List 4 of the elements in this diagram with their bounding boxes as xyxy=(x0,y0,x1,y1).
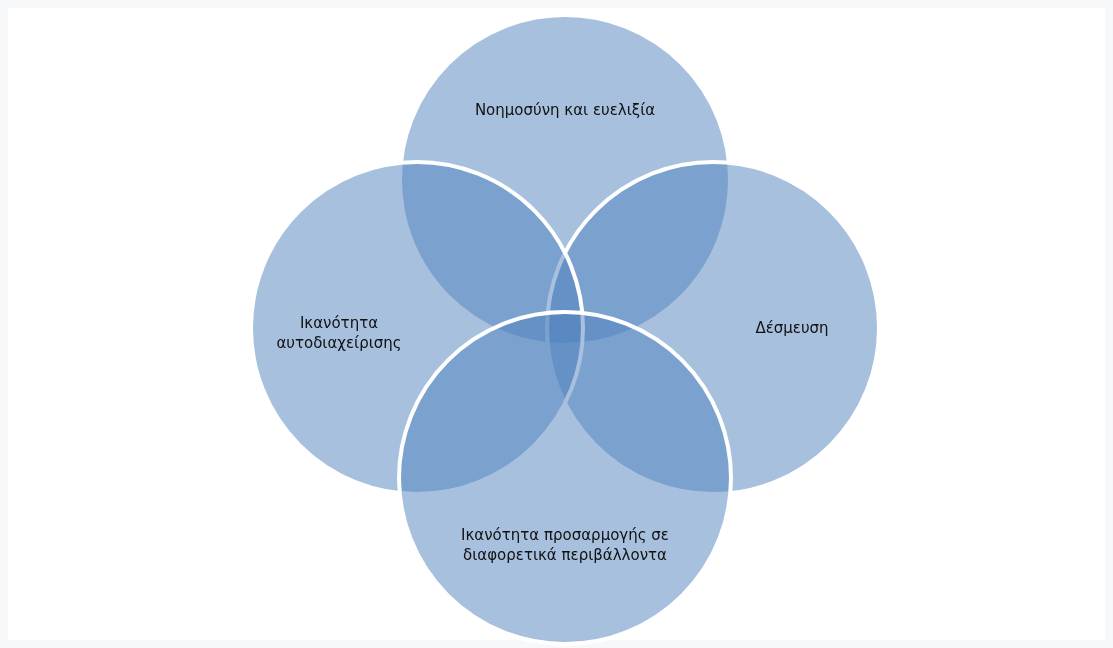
circle-label: Ικανότητα προσαρμογής σε διαφορετικά περιβάλλοντα xyxy=(460,524,670,566)
circle-label: Ικανότητα αυτοδιαχείρισης xyxy=(275,312,403,354)
circle-label: Νοημοσύνη και ευελιξία xyxy=(473,99,657,121)
circle-label: Δέσμευση xyxy=(754,317,830,339)
